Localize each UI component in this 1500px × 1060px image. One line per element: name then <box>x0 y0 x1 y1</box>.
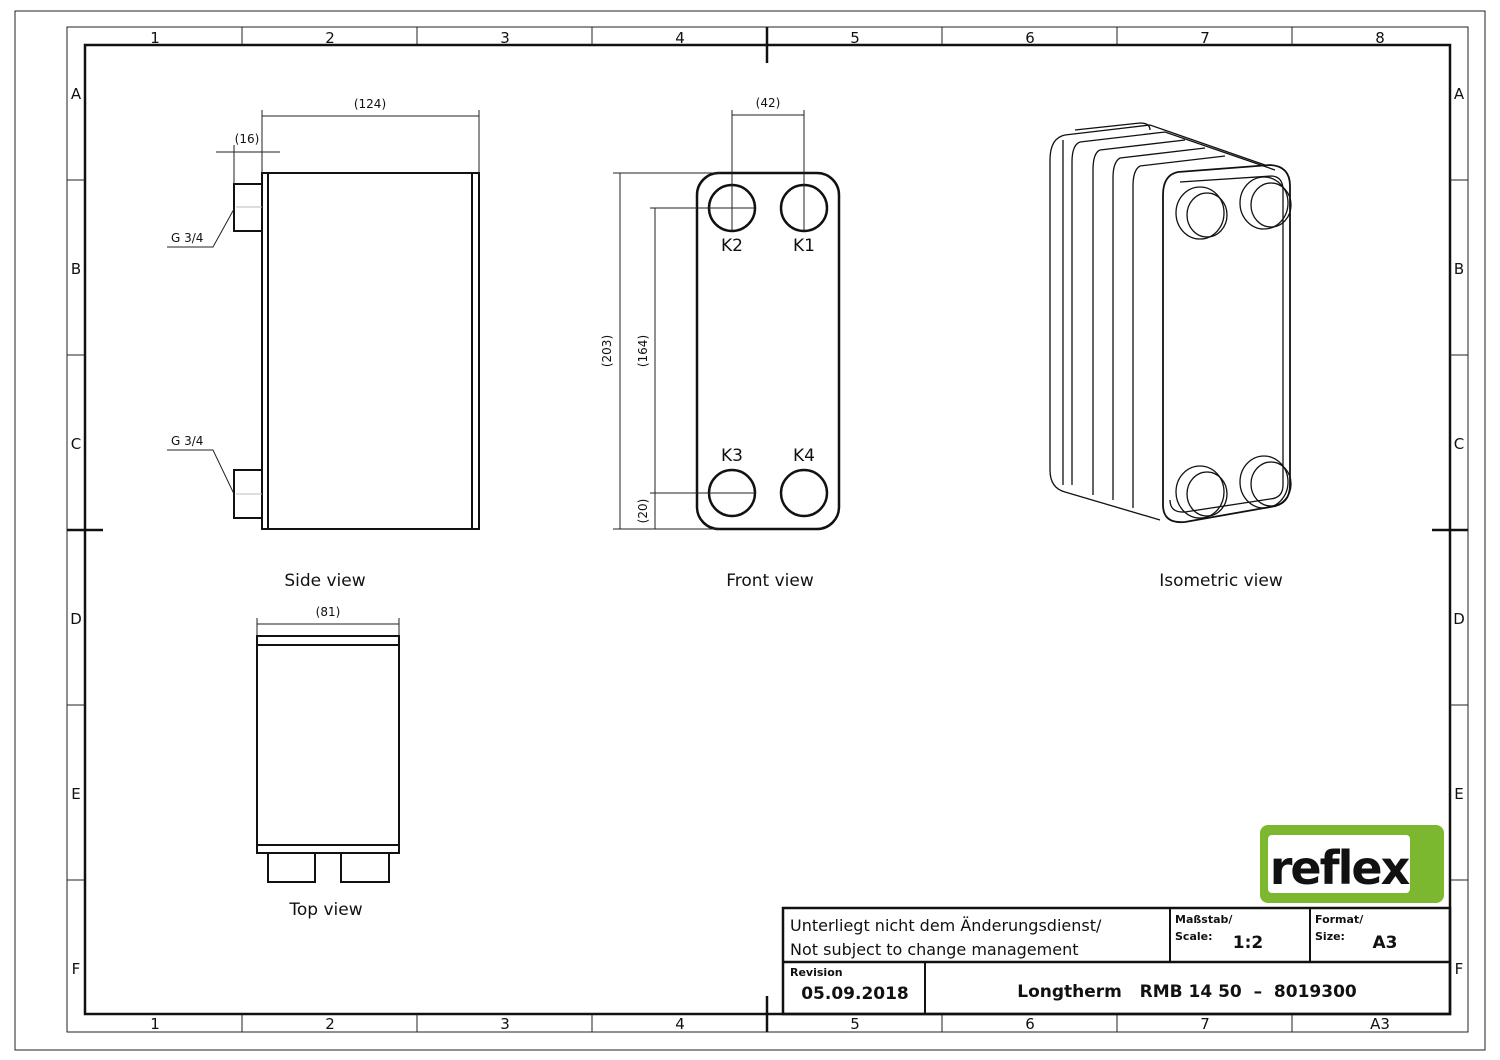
col-label: 5 <box>850 1015 860 1033</box>
title-block: Unterliegt nicht dem Änderungsdienst/ No… <box>781 906 1452 1016</box>
dim-width: (124) <box>354 97 386 111</box>
thread-label-bottom: G 3/4 <box>171 434 203 448</box>
format-label-de: Format/ <box>1315 913 1364 926</box>
col-label: 4 <box>675 1015 685 1033</box>
col-label: 1 <box>150 29 160 47</box>
row-label: A <box>1454 85 1465 103</box>
col-label: 7 <box>1200 1015 1210 1033</box>
dim-width: (81) <box>316 605 341 619</box>
reflex-logo: reflex <box>1260 825 1444 903</box>
col-label: 6 <box>1025 29 1035 47</box>
port-label-k1: K1 <box>793 236 815 256</box>
note-german: Unterliegt nicht dem Änderungsdienst/ <box>790 916 1102 935</box>
row-label: A <box>71 85 82 103</box>
view-title: Side view <box>284 571 365 591</box>
revision-label: Revision <box>790 966 843 979</box>
port-label-k3: K3 <box>721 446 743 466</box>
col-label: 7 <box>1200 29 1210 47</box>
side-view: (124) (16) G 3/4 G 3/4 Side view <box>167 97 480 591</box>
format-value: A3 <box>1373 933 1398 953</box>
side-body <box>261 172 480 530</box>
scale-label-en: Scale: <box>1175 930 1213 943</box>
col-label: 2 <box>325 1015 335 1033</box>
thread-label-top: G 3/4 <box>171 231 203 245</box>
format-label-en: Size: <box>1315 930 1345 943</box>
port-label-k4: K4 <box>793 446 815 466</box>
col-label: 1 <box>150 1015 160 1033</box>
col-label: 3 <box>500 1015 510 1033</box>
row-label: D <box>1453 610 1465 628</box>
isometric-view <box>1049 122 1292 524</box>
front-plate <box>695 171 841 531</box>
row-label: F <box>72 960 81 978</box>
grid-labels: 1 2 3 4 5 6 7 8 1 2 3 4 5 6 7 A3 A B C D… <box>70 29 1465 1033</box>
row-label: F <box>1455 960 1464 978</box>
dim-height: (203) <box>600 335 614 367</box>
front-view: (42) (203) (164) (20) K2 K1 K3 K4 Front … <box>600 96 841 591</box>
row-label: E <box>71 785 80 803</box>
dim-port-offset: (20) <box>636 499 650 524</box>
col-label: 3 <box>500 29 510 47</box>
drawing-title: Longtherm RMB 14 50 – 8019300 <box>1017 982 1357 1002</box>
dim-fitting: (16) <box>235 132 260 146</box>
outer-frame <box>14 10 1486 1051</box>
col-label: 6 <box>1025 1015 1035 1033</box>
scale-label-de: Maßstab/ <box>1175 913 1233 926</box>
row-label: E <box>1454 785 1463 803</box>
view-title: Isometric view <box>1159 571 1283 591</box>
row-label: B <box>1454 260 1464 278</box>
row-label: B <box>71 260 81 278</box>
port-label-k2: K2 <box>721 236 743 256</box>
col-label: A3 <box>1370 1015 1390 1033</box>
scale-value: 1:2 <box>1233 933 1263 953</box>
view-title: Front view <box>726 571 814 591</box>
col-label: 2 <box>325 29 335 47</box>
dim-port-distance: (164) <box>636 335 650 367</box>
dim-port-spacing: (42) <box>756 96 781 110</box>
view-title: Top view <box>288 900 362 920</box>
row-label: C <box>1454 435 1464 453</box>
note-english: Not subject to change management <box>790 940 1079 959</box>
top-view: (81) Top view <box>256 605 400 920</box>
col-label: 8 <box>1375 29 1385 47</box>
revision-date: 05.09.2018 <box>801 984 909 1004</box>
center-marks <box>67 27 1468 1032</box>
top-body <box>256 635 400 854</box>
grid-dividers <box>67 27 1468 1032</box>
col-label: 4 <box>675 29 685 47</box>
col-label: 5 <box>850 29 860 47</box>
row-label: D <box>70 610 82 628</box>
row-label: C <box>71 435 81 453</box>
logo-text: reflex <box>1270 841 1410 895</box>
